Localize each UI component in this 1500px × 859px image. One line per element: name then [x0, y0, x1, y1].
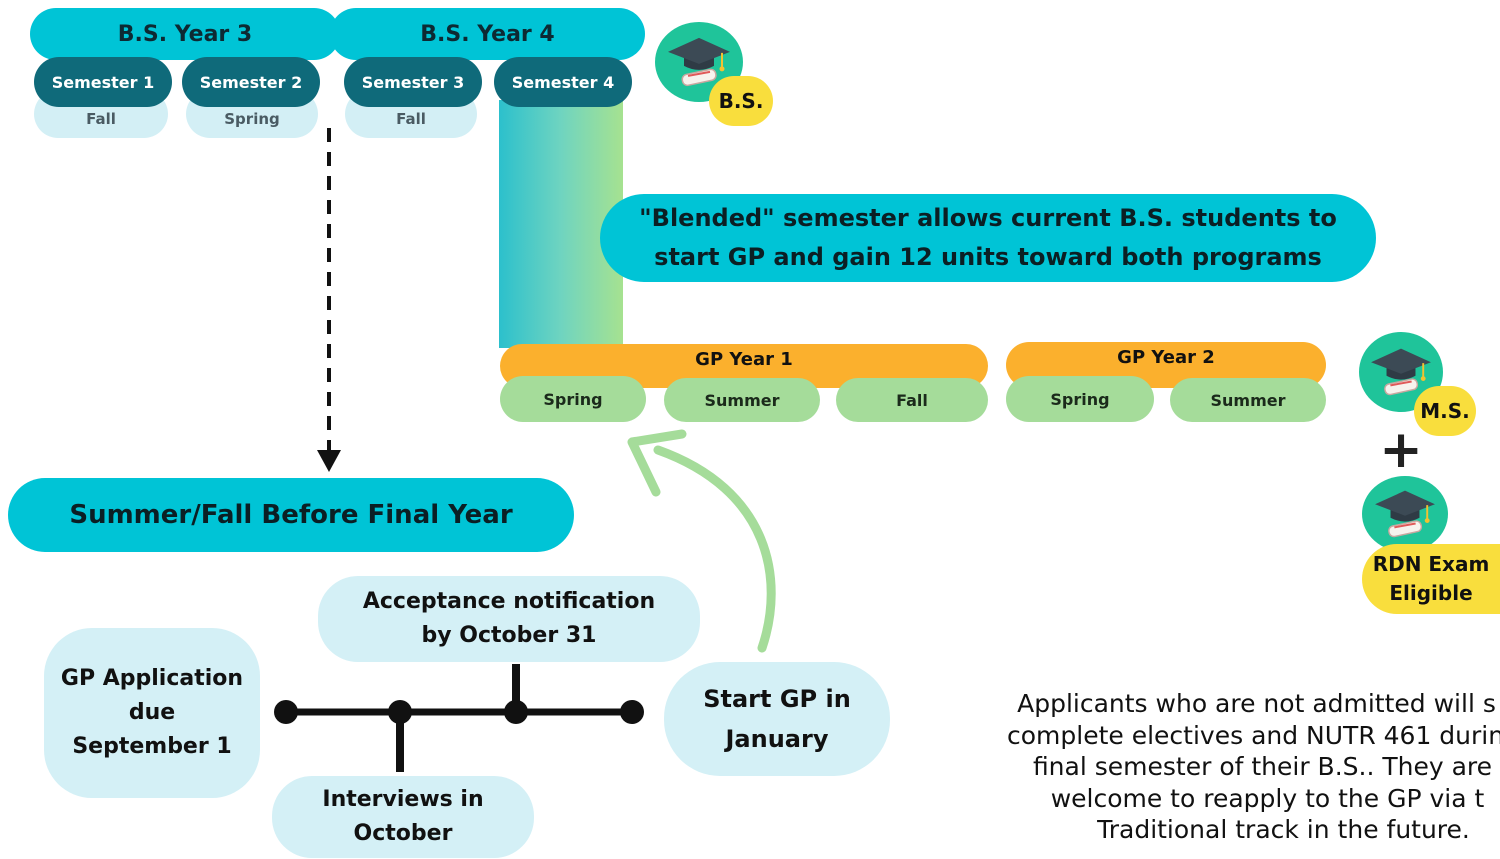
gp-year-1-term-spring: Spring — [500, 376, 646, 422]
gp-term-label: Fall — [896, 390, 928, 410]
gp-year-2-term-summer: Summer — [1170, 378, 1326, 422]
semester-2-pill: Semester 2 — [182, 57, 320, 107]
application-line-1: GP Application — [60, 666, 244, 691]
start-line-1: Start GP in — [703, 685, 851, 713]
plus-sign: + — [1378, 420, 1424, 480]
note-line: welcome to reapply to the GP via t — [1050, 783, 1485, 813]
semester-4-pill: Semester 4 — [494, 57, 632, 107]
note-line: final semester of their B.S.. They are — [1032, 752, 1493, 781]
gp-year-1-label: GP Year 1 — [695, 349, 793, 370]
bs-year-3-bar: B.S. Year 3 — [30, 8, 340, 60]
semester-1-pill: Semester 1 — [34, 57, 172, 107]
gp-term-label: Spring — [1050, 389, 1110, 409]
interviews-line-2: October — [353, 821, 453, 846]
bs-year-4-label: B.S. Year 4 — [420, 21, 555, 47]
rdn-badge-line-1: RDN Exam — [1372, 552, 1490, 576]
acceptance-notification-bubble: Acceptance notification by October 31 — [318, 576, 700, 662]
rdn-badge-line-2: Eligible — [1389, 581, 1473, 605]
semester-3-term-label: Fall — [396, 110, 426, 128]
not-admitted-note: Applicants who are not admitted will s c… — [985, 688, 1500, 848]
semester-1-label: Semester 1 — [51, 72, 155, 92]
semester-3-pill: Semester 3 — [344, 57, 482, 107]
application-line-3: September 1 — [72, 734, 232, 759]
gp-term-label: Summer — [704, 390, 780, 410]
acceptance-line-2: by October 31 — [421, 623, 597, 648]
blended-semester-banner: "Blended" semester allows current B.S. s… — [600, 194, 1376, 282]
dashed-arrow-down — [317, 128, 341, 472]
gp-year-1-term-fall: Fall — [836, 378, 988, 422]
timeline-heading-bar: Summer/Fall Before Final Year — [8, 478, 574, 552]
start-line-2: January — [725, 725, 829, 753]
graduation-cap-icon — [668, 37, 730, 87]
blended-semester-text: "Blended" semester allows current B.S. s… — [639, 204, 1337, 271]
application-line-2: due — [128, 700, 176, 725]
interviews-line-1: Interviews in — [322, 787, 484, 812]
bs-graduation-icon — [655, 22, 743, 102]
graduation-cap-icon — [1371, 348, 1431, 396]
plus-sign-label: + — [1379, 420, 1423, 480]
timeline-heading: Summer/Fall Before Final Year — [69, 500, 513, 530]
bs-badge: B.S. — [709, 76, 773, 126]
semester-2-term-label: Spring — [224, 110, 280, 128]
graduation-cap-icon — [1375, 490, 1435, 538]
timeline-connector — [274, 664, 644, 772]
gp-year-1-term-summer: Summer — [664, 378, 820, 422]
acceptance-line-1: Acceptance notification — [362, 589, 656, 614]
interviews-bubble: Interviews in October — [272, 776, 534, 858]
gp-year-2-label: GP Year 2 — [1117, 347, 1215, 368]
ms-badge: M.S. — [1414, 386, 1476, 436]
semester-2-label: Semester 2 — [199, 72, 303, 92]
start-gp-curved-arrow — [627, 429, 776, 653]
note-line: complete electives and NUTR 461 durin — [1007, 720, 1500, 750]
note-line: Applicants who are not admitted will s — [1017, 689, 1496, 718]
rdn-graduation-icon — [1362, 476, 1448, 552]
rdn-eligible-badge: RDN Exam Eligible — [1362, 544, 1500, 614]
semester-4-label: Semester 4 — [511, 72, 615, 92]
bs-badge-label: B.S. — [718, 89, 764, 113]
note-line: Traditional track in the future. — [1097, 815, 1470, 844]
gp-term-label: Summer — [1210, 390, 1286, 410]
ms-badge-label: M.S. — [1420, 399, 1470, 423]
semester-3-label: Semester 3 — [361, 72, 465, 92]
bs-year-3-label: B.S. Year 3 — [117, 21, 253, 47]
gp-year-2-term-spring: Spring — [1006, 376, 1154, 422]
bs-year-4-bar: B.S. Year 4 — [330, 8, 645, 60]
gp-term-label: Spring — [543, 389, 603, 409]
start-gp-bubble: Start GP in January — [664, 662, 890, 776]
gp-application-bubble: GP Application due September 1 — [44, 628, 260, 798]
semester-1-term-label: Fall — [86, 110, 116, 128]
